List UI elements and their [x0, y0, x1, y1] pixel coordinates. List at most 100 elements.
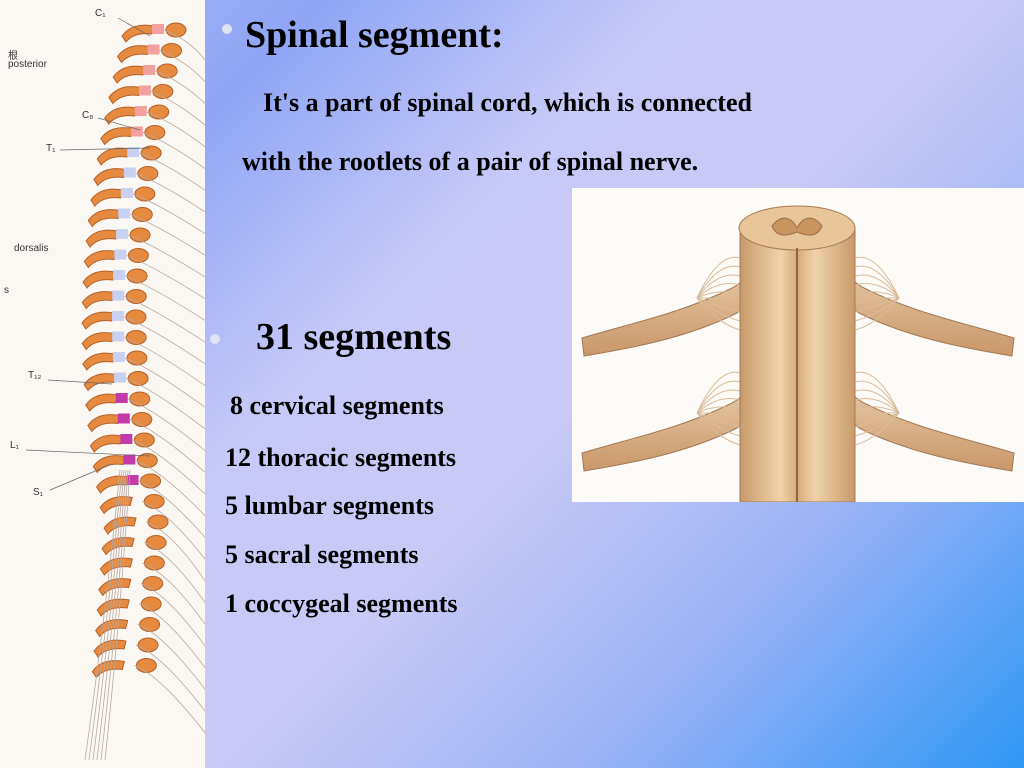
vertebra-process	[87, 414, 121, 433]
rootlet-line	[696, 283, 741, 299]
rootlet-line	[696, 412, 741, 437]
cord-segment	[123, 454, 136, 465]
vertebra-process	[83, 250, 117, 269]
cauda-equina-strand	[104, 469, 131, 761]
vertebra-body	[125, 330, 147, 345]
spinal-nerve-line	[142, 501, 205, 560]
vertebra-process	[89, 434, 123, 453]
cord-drawing	[581, 205, 1015, 502]
vertebra-process	[82, 270, 116, 289]
label-dorsalis: dorsalis	[14, 243, 49, 254]
vertebra-body	[161, 43, 183, 58]
cord-segment	[113, 270, 126, 280]
cauda-equina-strand	[92, 469, 125, 761]
rootlet-line	[854, 380, 900, 414]
spinal-nerve-line	[124, 275, 205, 321]
rootlet-line	[854, 371, 900, 414]
rootlet-line	[854, 297, 900, 322]
label-t12: T₁₂	[28, 370, 42, 381]
cord-segment	[115, 393, 128, 403]
vertebra-body	[133, 432, 155, 448]
vertebra-process	[112, 65, 146, 84]
cord-segment	[147, 44, 160, 55]
vertebra-process	[98, 578, 132, 597]
spinal-segment-heading: Spinal segment:	[245, 14, 504, 56]
cauda-equina-strand	[96, 469, 127, 761]
rootlet-line	[696, 291, 741, 299]
cord-segment	[127, 147, 140, 157]
definition-line-1: It's a part of spinal cord, which is con…	[263, 88, 752, 117]
bullet-icon	[210, 334, 220, 344]
rootlet-line	[854, 412, 900, 419]
rootlet-line	[696, 274, 741, 299]
vertebra-process	[96, 147, 130, 166]
vertebra-process	[85, 229, 119, 248]
rootlet-line	[854, 297, 900, 331]
rootlet-line	[854, 291, 900, 299]
rootlet-line	[854, 297, 900, 313]
vertebra-body	[134, 186, 156, 202]
segment-item-sacral: 5 sacral segments	[225, 540, 419, 569]
rootlet-line	[696, 297, 741, 313]
spinal-nerve-line	[124, 357, 205, 408]
rootlet-line	[696, 412, 741, 446]
rootlet-line	[854, 274, 900, 299]
cord-segment	[120, 188, 133, 198]
vertebra-body	[131, 412, 153, 427]
spinal-nerve-line	[127, 234, 205, 278]
vertebra-body	[144, 125, 166, 140]
vertebra-process	[100, 127, 134, 146]
bullet-icon	[222, 24, 232, 34]
spinal-nerve-line	[134, 665, 205, 733]
vertebra-process	[95, 475, 130, 494]
label-t1: T₁	[46, 143, 56, 154]
gray-matter	[771, 217, 823, 236]
segments-count-heading: 31 segments	[256, 316, 452, 358]
vertebra-body	[137, 637, 159, 653]
cord-segment	[118, 208, 131, 219]
spinal-nerve-line	[142, 562, 205, 625]
rootlet-line	[854, 406, 900, 414]
label-s: s	[4, 285, 9, 296]
vertebra-process	[101, 537, 135, 556]
vertebra-body	[152, 84, 174, 99]
spinal-nerve-line	[130, 214, 205, 256]
segment-item-thoracic: 12 thoracic segments	[225, 443, 457, 472]
rootlet-line	[696, 412, 741, 428]
vertebra-body	[127, 248, 149, 263]
spinal-nerve-line	[132, 439, 205, 495]
vertebra-body	[143, 494, 165, 509]
vertebra-process	[83, 373, 117, 392]
spinal-column-illustration: C₁ 根 posterior C₈ T₁ dorsalis s T₁₂ L₁ S…	[0, 0, 205, 768]
vertebra-process	[108, 86, 142, 105]
cord-segment	[130, 126, 143, 137]
label-root: 根	[8, 51, 18, 62]
label-l1: L₁	[10, 440, 19, 451]
label-c8: C₈	[82, 110, 94, 121]
vertebra-body	[135, 658, 157, 673]
spinal-cord-cross-section-illustration	[572, 188, 1024, 502]
segment-item-cervical: 8 cervical segments	[230, 391, 444, 420]
spinal-nerve-line	[163, 29, 205, 61]
rootlet-line	[854, 412, 900, 446]
spinal-nerve-line	[135, 460, 205, 516]
vertebra-process	[82, 352, 116, 371]
vertebra-process	[121, 24, 155, 43]
rootlet-line	[854, 389, 900, 414]
spinal-nerve-line	[126, 255, 205, 300]
vertebra-body	[126, 350, 148, 366]
vertebra-process	[81, 291, 115, 310]
rootlet-line	[696, 297, 741, 322]
vertebra-process	[81, 332, 115, 351]
vertebra-body	[129, 227, 151, 243]
spinal-nerve-line	[135, 644, 205, 712]
spinal-nerve-line	[143, 542, 205, 603]
cord-segment	[143, 65, 156, 75]
rootlet-line	[854, 297, 900, 304]
cord-segment	[112, 290, 125, 301]
cord-segment	[120, 434, 133, 444]
rootlets	[696, 256, 900, 446]
rootlet-line	[696, 389, 741, 414]
rootlet-line	[696, 412, 741, 419]
cord-segment	[138, 85, 151, 96]
